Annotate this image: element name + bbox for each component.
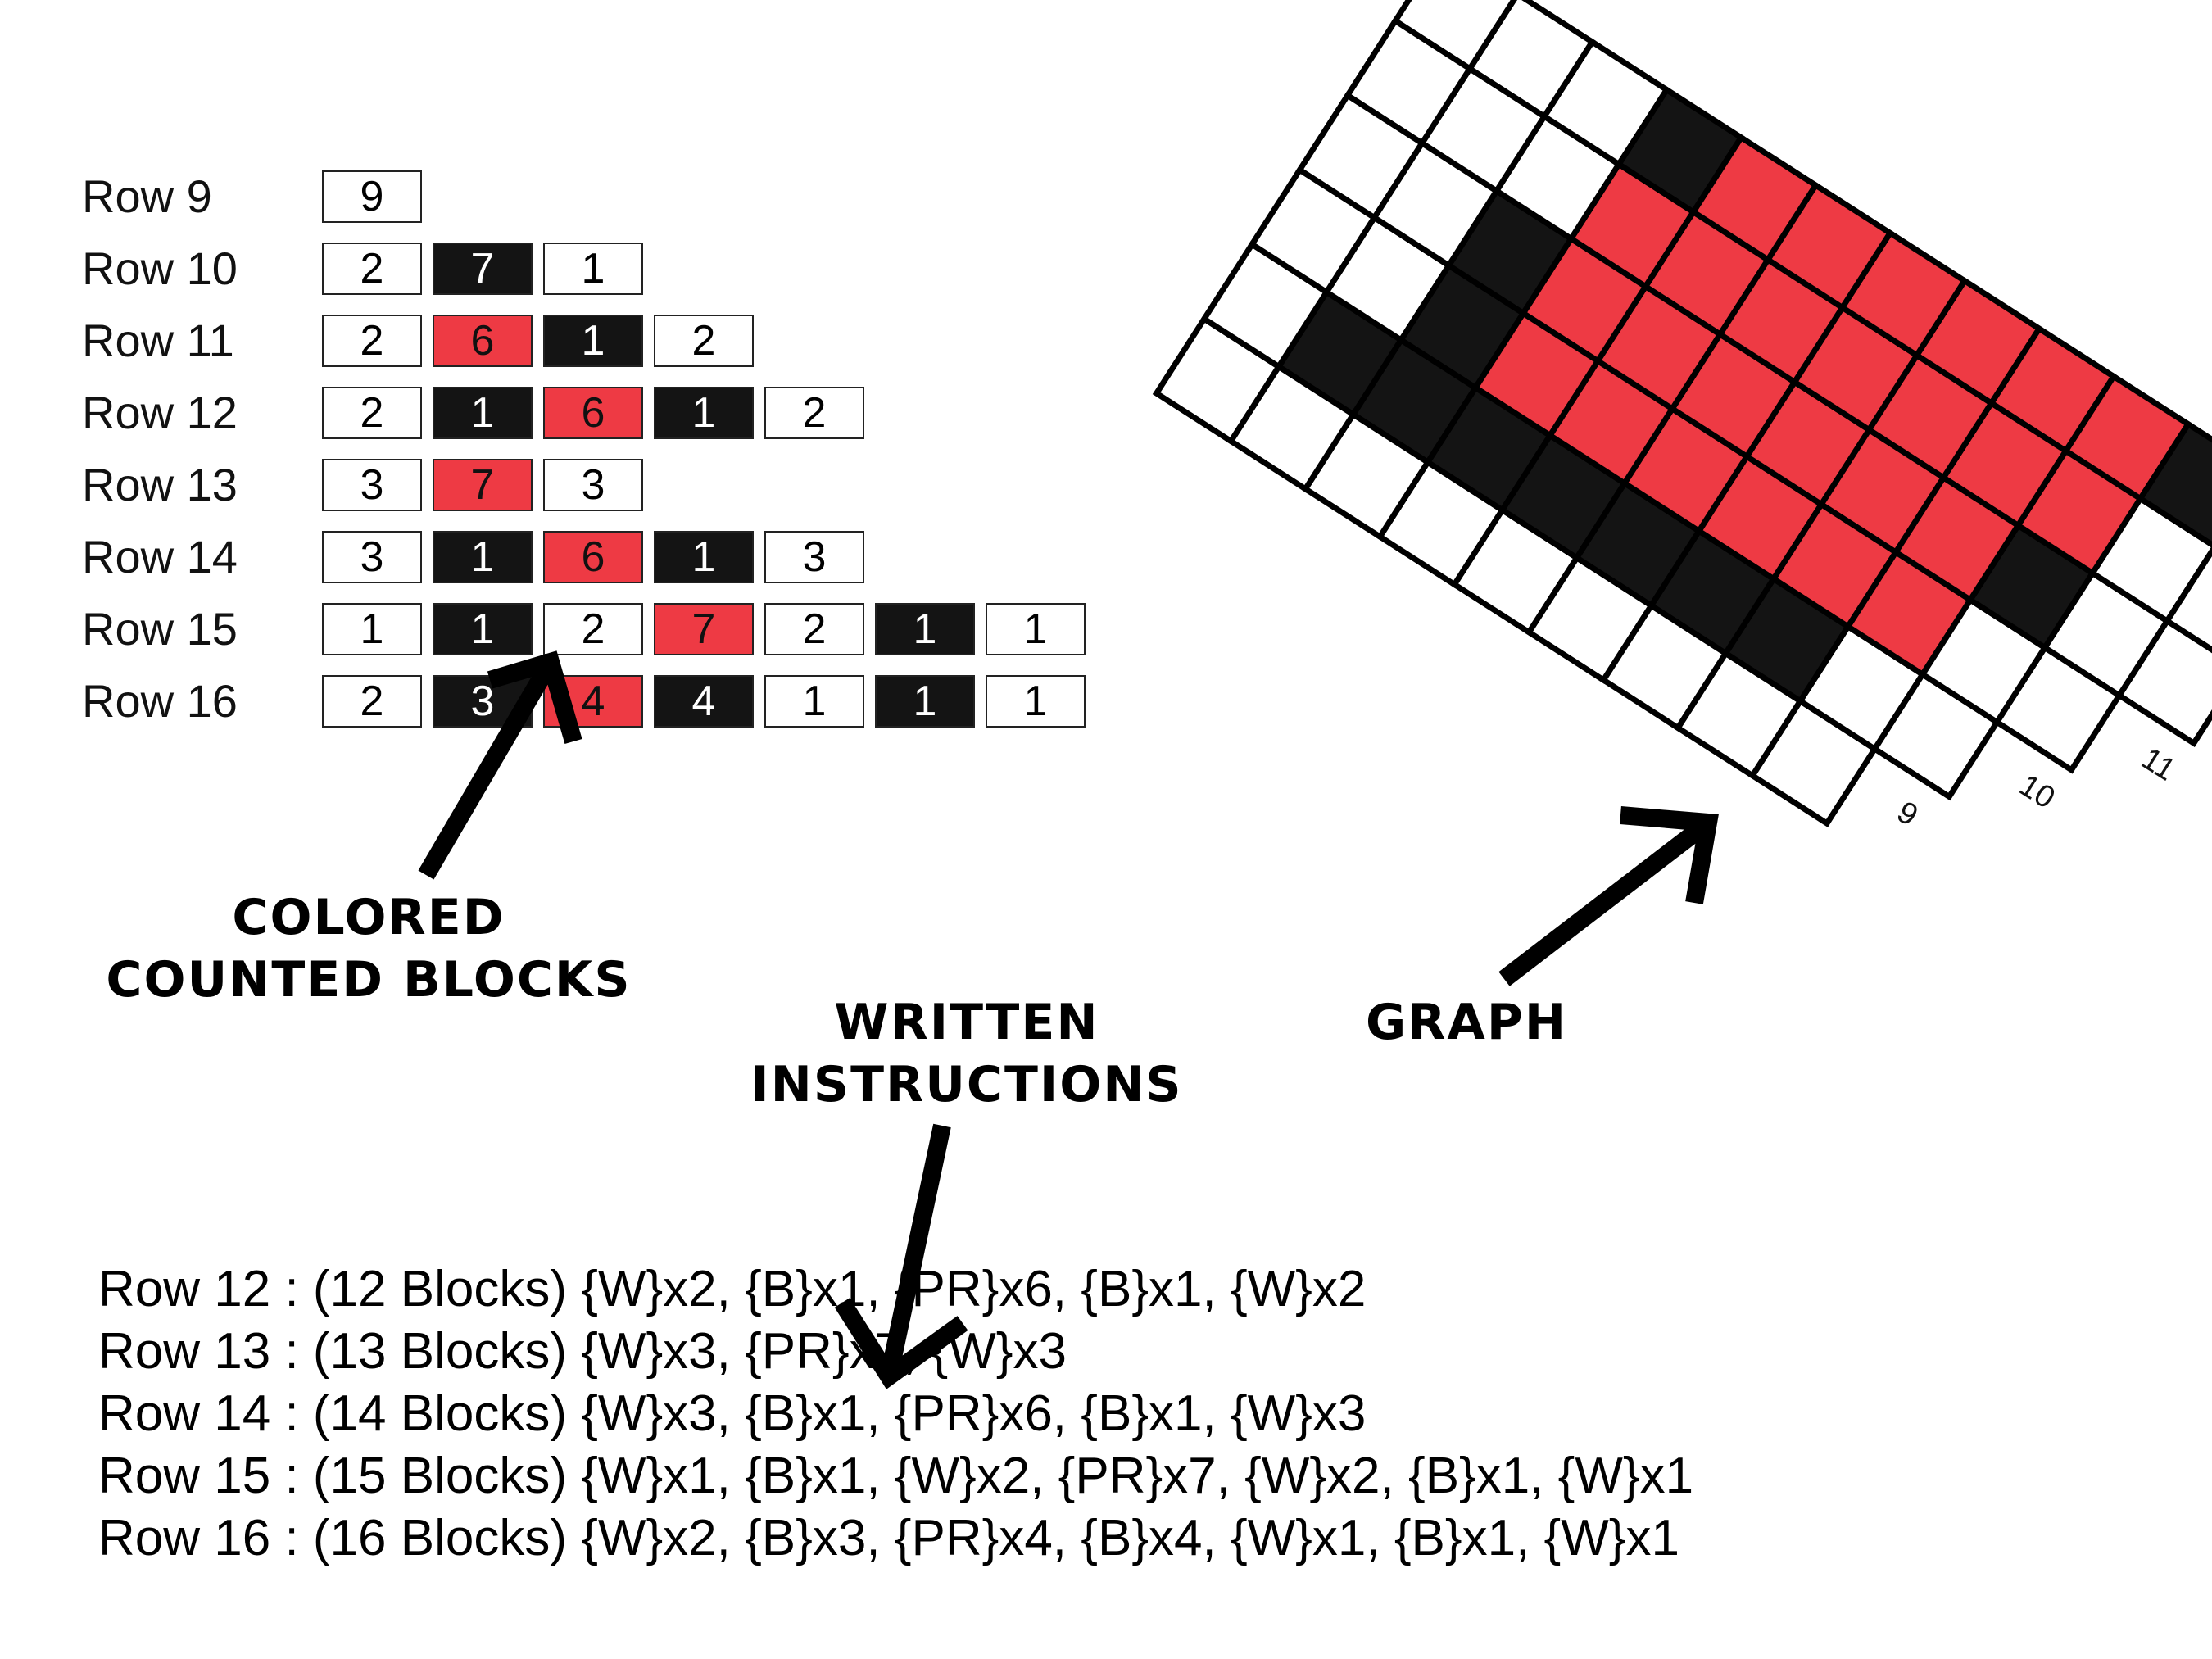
label-line: WRITTEN: [834, 994, 1099, 1051]
count-block: 7: [654, 603, 754, 655]
count-block: 3: [764, 531, 864, 583]
instruction-line: Row 13 : (13 Blocks) {W}x3, {PR}x7, {W}x…: [98, 1323, 1067, 1380]
count-block: 1: [654, 387, 754, 439]
colored-counted-blocks-label: COLORED COUNTED BLOCKS: [74, 886, 664, 1011]
row-label: Row 11: [82, 315, 234, 366]
written-instructions-label: WRITTEN INSTRUCTIONS: [713, 991, 1221, 1116]
instruction-line: Row 14 : (14 Blocks) {W}x3, {B}x1, {PR}x…: [98, 1385, 1367, 1442]
count-block: 3: [543, 459, 643, 511]
graph-row-number: 9: [1891, 795, 1924, 833]
count-block: 4: [654, 675, 754, 728]
graph-cell: [2163, 545, 2212, 654]
label-line: GRAPH: [1365, 994, 1568, 1051]
graph-grid: [1152, 0, 2212, 827]
count-block: 6: [543, 387, 643, 439]
count-block: 6: [433, 315, 533, 367]
count-block: 2: [764, 387, 864, 439]
row-label: Row 9: [82, 170, 212, 222]
count-block: 1: [764, 675, 864, 728]
count-block: 1: [433, 603, 533, 655]
count-block: 2: [322, 315, 422, 367]
count-block: 1: [543, 315, 643, 367]
count-block: 1: [433, 387, 533, 439]
count-block: 1: [322, 603, 422, 655]
instruction-line: Row 16 : (16 Blocks) {W}x2, {B}x3, {PR}x…: [98, 1510, 1679, 1566]
count-block: 1: [433, 531, 533, 583]
row-label: Row 10: [82, 243, 238, 294]
row-label: Row 13: [82, 459, 238, 510]
row-label: Row 14: [82, 531, 238, 582]
graph-label: GRAPH: [1344, 991, 1589, 1054]
instruction-line: Row 15 : (15 Blocks) {W}x1, {B}x1, {W}x2…: [98, 1448, 1694, 1504]
arrow-to-graph: [1498, 806, 1719, 986]
label-line: COUNTED BLOCKS: [106, 951, 632, 1009]
count-block: 1: [986, 675, 1086, 728]
count-block: 1: [875, 675, 975, 728]
row-label: Row 16: [82, 675, 238, 727]
count-block: 1: [543, 243, 643, 295]
instruction-line: Row 12 : (12 Blocks) {W}x2, {B}x1, {PR}x…: [98, 1261, 1367, 1317]
row-label: Row 15: [82, 603, 238, 655]
graph-row-number: 11: [2136, 741, 2182, 788]
count-block: 2: [654, 315, 754, 367]
count-block: 2: [322, 387, 422, 439]
arrow-to-instructions: [834, 1123, 968, 1389]
label-line: INSTRUCTIONS: [750, 1056, 1183, 1113]
graph-cell: [1391, 0, 1517, 73]
count-block: 6: [543, 531, 643, 583]
count-block: 2: [543, 603, 643, 655]
arrow-to-blocks: [418, 650, 582, 880]
written-instructions: Row 12 : (12 Blocks) {W}x2, {B}x1, {PR}x…: [98, 1258, 1693, 1570]
label-line: COLORED: [232, 889, 505, 946]
count-block: 7: [433, 459, 533, 511]
count-block: 1: [875, 603, 975, 655]
count-block: 2: [322, 675, 422, 728]
graph-cell: [1466, 0, 1597, 120]
graph-row-number: 10: [2013, 768, 2060, 816]
count-block: 7: [433, 243, 533, 295]
count-block: 1: [986, 603, 1086, 655]
count-block: 9: [322, 170, 422, 223]
count-block: 2: [322, 243, 422, 295]
row-label: Row 12: [82, 387, 238, 438]
count-block: 3: [322, 459, 422, 511]
count-block: 3: [322, 531, 422, 583]
count-block: 1: [654, 531, 754, 583]
count-block: 2: [764, 603, 864, 655]
